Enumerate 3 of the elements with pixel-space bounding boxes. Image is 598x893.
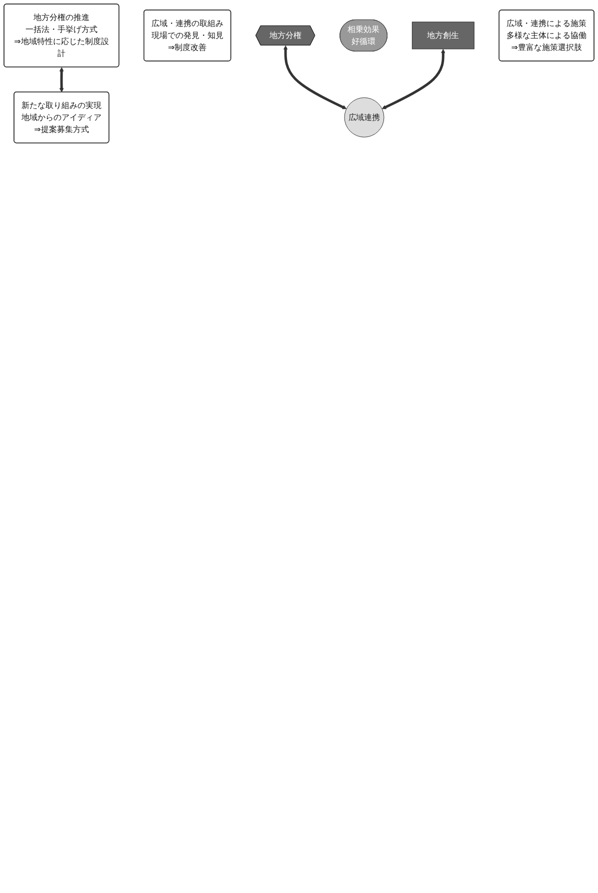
arrow	[283, 45, 347, 110]
arrow	[59, 67, 64, 92]
arrow	[382, 48, 446, 110]
